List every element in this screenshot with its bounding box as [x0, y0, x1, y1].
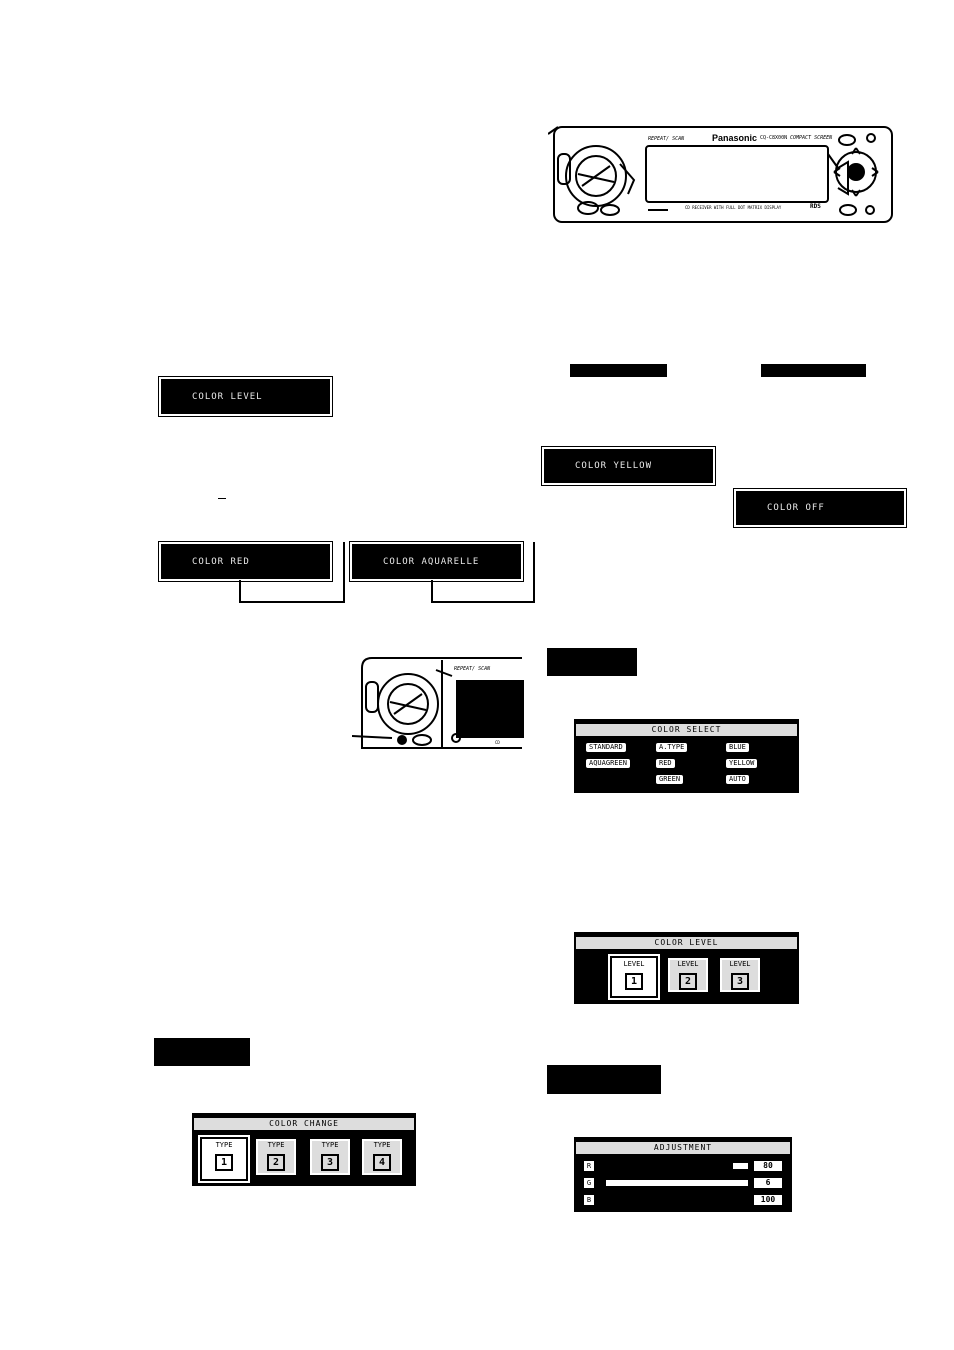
display-color-level: COLOR LEVEL: [158, 376, 333, 417]
display-color-red: COLOR RED: [158, 541, 333, 582]
change-tile-2-label: TYPE: [267, 1141, 285, 1149]
unit-caption: CD RECEIVER WITH FULL DOT MATRIX DISPLAY: [685, 205, 782, 210]
level-tile-1-label: LEVEL: [623, 960, 645, 968]
display-color-aquarelle-text: COLOR AQUARELLE: [383, 556, 480, 567]
adjust-row-b[interactable]: B 100: [584, 1195, 782, 1205]
level-tile-3-label: LEVEL: [729, 960, 751, 968]
select-item-auto[interactable]: AUTO: [726, 775, 749, 784]
level-tile-1[interactable]: LEVEL 1: [608, 954, 660, 1000]
select-item-yellow[interactable]: YELLOW: [726, 759, 758, 768]
screen-color-level-title: COLOR LEVEL: [576, 937, 797, 950]
compact-screen-label: COMPACT SCREEN: [790, 135, 833, 141]
adjust-row-g-track[interactable]: [598, 1180, 748, 1186]
black-block-left: [154, 1038, 250, 1066]
mid-cd-label: CD: [495, 740, 500, 745]
change-tile-2-num: 2: [267, 1154, 285, 1171]
screen-adjustment: ADJUSTMENT R 80 G 6 B 100: [574, 1137, 792, 1212]
head-unit-illustration-mid: [352, 657, 524, 749]
flow-connectors: [239, 542, 535, 603]
black-block-right-2: [547, 1065, 661, 1094]
change-tile-4-num: 4: [373, 1154, 391, 1171]
adjust-row-r-value: 80: [754, 1161, 782, 1171]
select-item-standard[interactable]: STANDARD: [586, 743, 626, 752]
adjust-row-b-track[interactable]: [598, 1197, 748, 1203]
adjust-row-b-label: B: [584, 1195, 594, 1205]
change-tile-3[interactable]: TYPE 3: [310, 1139, 350, 1175]
screen-adjustment-title: ADJUSTMENT: [576, 1142, 790, 1155]
rds-label: RDS: [810, 203, 821, 210]
black-bar-1: [570, 364, 667, 377]
change-tile-1-label: TYPE: [215, 1141, 233, 1149]
mid-repeat-scan-label: REPEAT/ SCAN: [454, 666, 491, 672]
level-tile-2-num: 2: [679, 973, 697, 990]
adjust-row-g-fill: [598, 1180, 606, 1186]
adjust-row-r-fill: [598, 1163, 733, 1169]
change-tile-1[interactable]: TYPE 1: [198, 1135, 250, 1183]
screen-color-level: COLOR LEVEL LEVEL 1 LEVEL 2 LEVEL 3: [574, 932, 799, 1004]
change-tile-1-num: 1: [215, 1154, 233, 1171]
display-color-level-text: COLOR LEVEL: [192, 391, 263, 402]
change-tile-3-num: 3: [321, 1154, 339, 1171]
select-item-red[interactable]: RED: [656, 759, 675, 768]
screen-color-change-title: COLOR CHANGE: [194, 1118, 414, 1131]
change-tile-2[interactable]: TYPE 2: [256, 1139, 296, 1175]
display-color-off: COLOR OFF: [733, 488, 907, 528]
adjust-row-r-track[interactable]: [598, 1163, 748, 1169]
select-item-green[interactable]: GREEN: [656, 775, 684, 784]
display-color-off-text: COLOR OFF: [767, 503, 825, 513]
adjust-row-g-label: G: [584, 1178, 594, 1188]
level-tile-3-num: 3: [731, 973, 749, 990]
change-tile-4-label: TYPE: [373, 1141, 391, 1149]
black-bar-2: [761, 364, 866, 377]
display-color-yellow-text: COLOR YELLOW: [575, 461, 653, 471]
adjust-row-r-label: R: [584, 1161, 594, 1171]
brand-label: Panasonic: [712, 133, 758, 143]
screen-color-change: COLOR CHANGE TYPE 1 TYPE 2 TYPE 3 TYPE 4: [192, 1113, 416, 1186]
display-color-aquarelle: COLOR AQUARELLE: [349, 541, 524, 582]
adjust-row-b-value: 100: [754, 1195, 782, 1205]
display-color-red-text: COLOR RED: [192, 556, 250, 567]
adjust-row-b-fill: [598, 1197, 748, 1203]
head-unit-illustration-top: [548, 126, 893, 223]
screen-color-select: COLOR SELECT STANDARD A.TYPE BLUE AQUAGR…: [574, 719, 799, 793]
display-color-yellow: COLOR YELLOW: [541, 446, 716, 486]
level-tile-1-num: 1: [625, 973, 643, 990]
dash-mark: [218, 498, 226, 499]
screen-color-select-title: COLOR SELECT: [576, 724, 797, 737]
change-tile-3-label: TYPE: [321, 1141, 339, 1149]
adjust-row-r[interactable]: R 80: [584, 1161, 782, 1171]
change-tile-4[interactable]: TYPE 4: [362, 1139, 402, 1175]
black-block-right-1: [547, 648, 637, 676]
level-tile-3[interactable]: LEVEL 3: [720, 958, 760, 992]
adjust-row-g[interactable]: G 6: [584, 1178, 782, 1188]
model-label: CQ-C8X00N: [760, 135, 788, 141]
level-tile-2[interactable]: LEVEL 2: [668, 958, 708, 992]
repeat-scan-label: REPEAT/ SCAN: [648, 136, 685, 142]
select-item-blue[interactable]: BLUE: [726, 743, 749, 752]
level-tile-2-label: LEVEL: [677, 960, 699, 968]
adjust-row-g-value: 6: [754, 1178, 782, 1188]
select-item-aquagreen[interactable]: AQUAGREEN: [586, 759, 630, 768]
select-item-a-type[interactable]: A.TYPE: [656, 743, 688, 752]
